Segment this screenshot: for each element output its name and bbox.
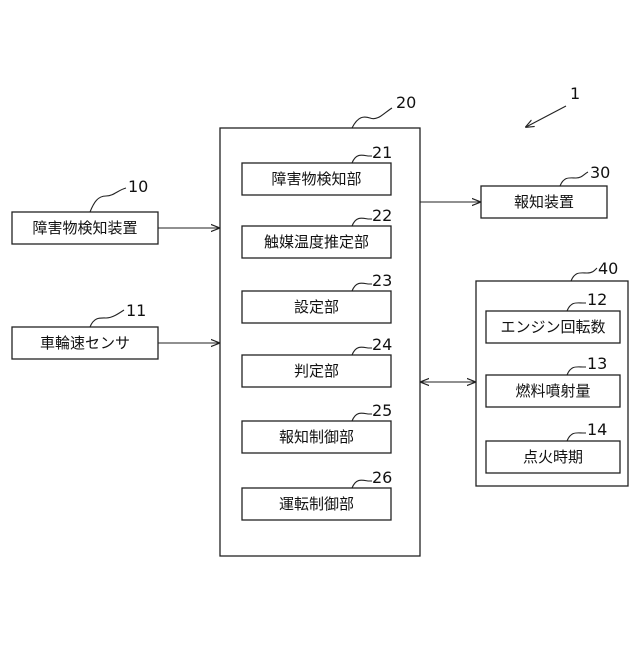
input-ref-10: 10: [128, 177, 148, 196]
module-label-25: 報知制御部: [279, 428, 354, 446]
module-label-26: 運転制御部: [279, 495, 354, 513]
module-label-21: 障害物検知部: [271, 170, 361, 188]
module-ref-26: 26: [372, 468, 392, 487]
engine-item-label-13: 燃料噴射量: [515, 382, 590, 400]
engine-item-ref-12: 12: [587, 290, 607, 309]
input-leader-10: [90, 188, 126, 212]
module-ref-25: 25: [372, 401, 392, 420]
input-leader-11: [90, 310, 124, 327]
module-ref-21: 21: [372, 143, 392, 162]
controller-ref-number: 20: [396, 93, 416, 112]
notify-label: 報知装置: [514, 193, 574, 211]
engine-item-ref-14: 14: [587, 420, 607, 439]
input-label-10: 障害物検知装置: [32, 219, 137, 237]
system-ref-arrow: [526, 106, 566, 127]
module-ref-22: 22: [372, 206, 392, 225]
module-ref-23: 23: [372, 271, 392, 290]
engine-item-ref-13: 13: [587, 354, 607, 373]
notify-leader: [560, 172, 588, 186]
system-ref-number: 1: [570, 84, 580, 103]
notify-ref: 30: [590, 163, 610, 182]
input-label-11: 車輪速センサ: [40, 334, 130, 352]
engine-group-leader: [571, 268, 597, 281]
input-ref-11: 11: [126, 301, 146, 320]
controller-leader: [352, 108, 392, 128]
engine-item-label-14: 点火時期: [523, 448, 583, 466]
module-label-23: 設定部: [294, 298, 339, 316]
engine-item-label-12: エンジン回転数: [500, 318, 605, 336]
module-label-24: 判定部: [294, 362, 339, 380]
engine-group-ref: 40: [598, 259, 618, 278]
module-label-22: 触媒温度推定部: [264, 233, 369, 251]
module-ref-24: 24: [372, 335, 392, 354]
